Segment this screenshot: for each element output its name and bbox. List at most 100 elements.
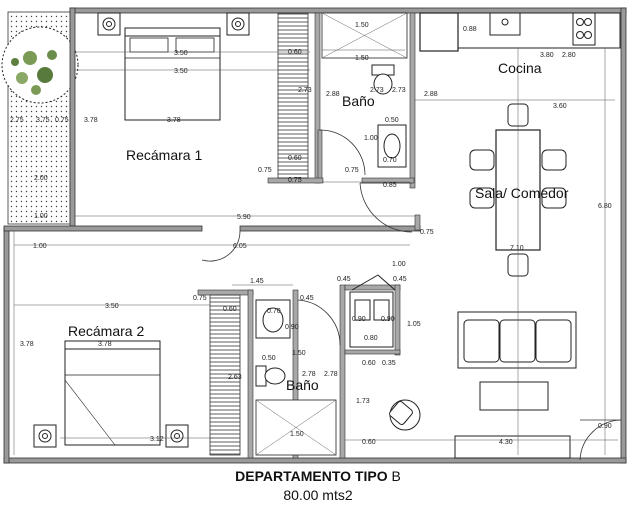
dim-label: 0.90	[352, 316, 366, 323]
closet-bedroom2	[209, 294, 241, 456]
shower-bottom-icon	[255, 399, 337, 456]
room-label-bedroom2: Recámara 2	[68, 323, 144, 339]
dim-label: 0.35	[382, 360, 396, 367]
armchair-icon	[389, 399, 421, 431]
dim-label: 1.50	[355, 22, 369, 29]
room-label-kitchen: Cocina	[498, 60, 542, 76]
dim-label: 0.75	[258, 167, 272, 174]
dim-label: 0.75	[193, 295, 207, 302]
dim-label: 0.60	[288, 155, 302, 162]
dim-label: 6.80	[598, 203, 612, 210]
coffee-table-icon	[479, 381, 549, 411]
dim-label: 0.80	[364, 335, 378, 342]
dim-label: 2.73	[392, 87, 406, 94]
toilet-icon	[255, 365, 286, 387]
dim-label: 7.10	[510, 245, 524, 252]
dim-label: 0.90	[381, 316, 395, 323]
dim-label: 0.70	[383, 157, 397, 164]
dim-label: 3.75	[36, 117, 50, 124]
room-label-bath-top: Baño	[342, 93, 375, 109]
plan-title: DEPARTAMENTO TIPO B	[0, 468, 636, 484]
dim-label: 1.00	[392, 261, 406, 268]
dim-label: 4.30	[499, 439, 513, 446]
dim-label: 1.73	[356, 398, 370, 405]
sink-icon	[255, 299, 291, 339]
garden-shrub-icon	[1, 26, 79, 104]
laundry-icon	[349, 274, 396, 348]
dim-label: 6.05	[233, 243, 247, 250]
shower-top-icon	[321, 12, 408, 59]
dim-label: 1.05	[407, 321, 421, 328]
dim-label: 2.63	[228, 374, 242, 381]
room-label-bath-bottom: Baño	[286, 377, 319, 393]
dim-label: 0.75	[288, 177, 302, 184]
dim-label: 2.73	[370, 87, 384, 94]
dim-label: 0.85	[383, 182, 397, 189]
interior-walls	[197, 12, 421, 459]
dim-label: 0.60	[362, 439, 376, 446]
room-label-living-dining: Sala/ Comedor	[475, 185, 569, 201]
plan-title-letter: B	[391, 468, 401, 484]
dim-label: 3.78	[20, 341, 34, 348]
dim-label: 3.78	[167, 117, 181, 124]
dim-label: 0.50	[385, 117, 399, 124]
dim-label: 3.78	[98, 341, 112, 348]
dim-label: 1.50	[355, 55, 369, 62]
dim-label: 0.75	[55, 117, 69, 124]
plan-area: 80.00 mts2	[283, 487, 353, 503]
dim-label: 0.90	[598, 423, 612, 430]
dim-label: 0.45	[393, 276, 407, 283]
dim-label: 3.60	[553, 103, 567, 110]
dim-label: 1.50	[292, 350, 306, 357]
dim-label: 1.50	[290, 431, 304, 438]
bed-bedroom2	[64, 340, 161, 446]
dim-label: 1.45	[250, 278, 264, 285]
dim-label: 0.90	[285, 324, 299, 331]
dim-label: 0.70	[267, 308, 281, 315]
nightstand-icon	[33, 424, 189, 448]
sofa-icon	[457, 311, 577, 369]
dim-label: 5.90	[237, 214, 251, 221]
dim-label: 0.60	[288, 49, 302, 56]
door-swing	[201, 129, 622, 461]
dim-label: 2.73	[298, 87, 312, 94]
bed-bedroom1	[124, 27, 221, 121]
closet-bedroom1	[277, 12, 309, 179]
dim-label: 1.00	[364, 135, 378, 142]
dim-label: 3.80	[540, 52, 554, 59]
dim-label: 0.88	[463, 26, 477, 33]
kitchen-sink-icon	[489, 12, 521, 36]
dim-label: 2.78	[302, 371, 316, 378]
dim-label: 0.75	[420, 229, 434, 236]
dim-label: 0.45	[337, 276, 351, 283]
dim-label: 0.45	[300, 295, 314, 302]
dim-label: 3.50	[174, 50, 188, 57]
dim-label: 2.88	[424, 91, 438, 98]
dim-label: 2.88	[326, 91, 340, 98]
dim-label: 3.50	[174, 68, 188, 75]
dim-label: 0.60	[223, 306, 237, 313]
dim-label: 1.00	[33, 243, 47, 250]
dim-label: 0.60	[362, 360, 376, 367]
sink-icon	[377, 124, 407, 168]
dimension-labels: 3.50 3.50 3.78 0.60 2.73 0.60 0.75 0.75 …	[10, 22, 612, 446]
dim-label: 2.75	[10, 117, 24, 124]
nightstand-icon	[97, 12, 250, 36]
fridge-icon	[419, 12, 459, 52]
plan-title-main: DEPARTAMENTO TIPO	[235, 468, 392, 484]
dim-label: 3.50	[105, 303, 119, 310]
dim-label: 2.00	[34, 175, 48, 182]
dim-label: 2.78	[324, 371, 338, 378]
dimension-lines	[13, 48, 618, 455]
tv-cabinet-icon	[454, 435, 571, 459]
dim-label: 3.78	[84, 117, 98, 124]
dim-label: 2.80	[562, 52, 576, 59]
dim-label: 0.75	[345, 167, 359, 174]
stove-icon	[572, 12, 596, 46]
toilet-icon	[371, 64, 395, 95]
dim-label: 3.12	[150, 436, 164, 443]
dim-label: 0.50	[262, 355, 276, 362]
exterior-walls	[3, 7, 627, 464]
room-label-bedroom1: Recámara 1	[126, 147, 202, 163]
